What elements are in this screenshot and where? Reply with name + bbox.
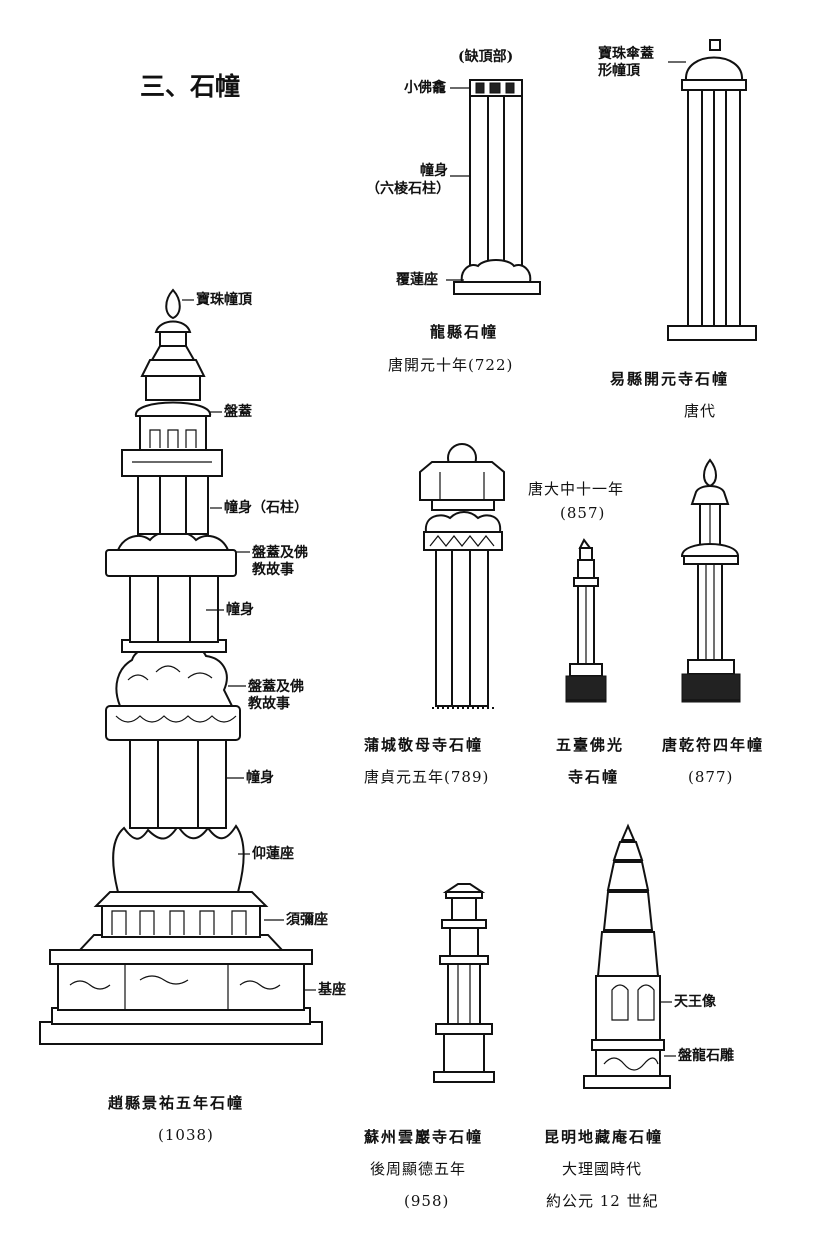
- zhaoxian-label-upturned-lotus-seat: 仰蓮座: [252, 846, 294, 862]
- zhaoxian-label-pearl-finial: 寶珠幢頂: [196, 292, 252, 308]
- zhaoxian-label-sumeru-seat: 須彌座: [286, 912, 328, 928]
- wutai-label-year: (857): [560, 504, 606, 522]
- kunming-pillar-drawing: [583, 823, 676, 1089]
- kunming-caption-era: 大理國時代: [562, 1160, 643, 1178]
- yixian-pillar-drawing: [667, 39, 757, 341]
- page-title: 三、石幢: [140, 72, 241, 101]
- zhaoxian-label-shaft-3: 幢身: [246, 770, 274, 786]
- yixian-caption-era: 唐代: [684, 402, 717, 420]
- zhaoxian-label-canopy: 盤蓋: [224, 404, 252, 420]
- longxian-caption-title: 龍縣石幢: [430, 323, 499, 341]
- kunming-label-heavenly-king: 天王像: [674, 994, 716, 1010]
- pucheng-pillar-drawing: [419, 443, 505, 709]
- zhaoxian-label-canopy-buddhist-story-2: 盤蓋及佛 教故事: [248, 679, 304, 712]
- zhaoxian-label-shaft-stone-column: 幢身（石柱）: [224, 500, 308, 516]
- zhaoxian-label-canopy-buddhist-story-1: 盤蓋及佛 教故事: [252, 545, 308, 578]
- longxian-caption-year: 唐開元十年(722): [388, 356, 514, 374]
- zhaoxian-pillar-drawing: [39, 288, 323, 1045]
- wutai-label-dynasty-year: 唐大中十一年: [528, 480, 625, 498]
- yixian-caption-title: 易縣開元寺石幢: [610, 370, 730, 388]
- pucheng-caption-title: 蒲城敬母寺石幢: [364, 736, 484, 754]
- suzhou-pillar-drawing: [433, 883, 495, 1083]
- wutai-caption-subtitle: 寺石幢: [568, 768, 620, 786]
- kunming-label-coiled-dragon: 盤龍石雕: [678, 1048, 734, 1064]
- longxian-label-inverted-lotus-seat: 覆蓮座: [396, 272, 438, 288]
- qianfu-pillar-drawing: [680, 458, 741, 703]
- longxian-label-missing-top: (缺頂部): [458, 49, 514, 65]
- yixian-label-umbrella-finial: 寶珠傘蓋 形幢頂: [598, 46, 654, 79]
- suzhou-caption-year: (958): [404, 1192, 450, 1210]
- qianfu-caption-title: 唐乾符四年幢: [662, 736, 765, 754]
- kunming-caption-century: 約公元 12 世紀: [546, 1192, 659, 1210]
- zhaoxian-caption-year: (1038): [158, 1126, 214, 1144]
- wutai-pillar-drawing: [565, 538, 607, 703]
- pucheng-caption-year: 唐貞元五年(789): [364, 768, 490, 786]
- zhaoxian-caption-title: 趙縣景祐五年石幢: [108, 1094, 245, 1112]
- qianfu-caption-year: (877): [688, 768, 734, 786]
- longxian-pillar-drawing: [446, 79, 541, 295]
- wutai-caption-title: 五臺佛光: [556, 736, 625, 754]
- kunming-caption-title: 昆明地藏庵石幢: [544, 1128, 664, 1146]
- suzhou-caption-era: 後周顯德五年: [370, 1160, 467, 1178]
- longxian-label-small-buddha-niche: 小佛龕: [404, 80, 446, 96]
- suzhou-caption-title: 蘇州雲巖寺石幢: [364, 1128, 484, 1146]
- zhaoxian-label-base: 基座: [318, 982, 346, 998]
- longxian-label-shaft: 幢身 （六棱石柱）: [366, 163, 450, 197]
- zhaoxian-label-shaft-2: 幢身: [226, 602, 254, 618]
